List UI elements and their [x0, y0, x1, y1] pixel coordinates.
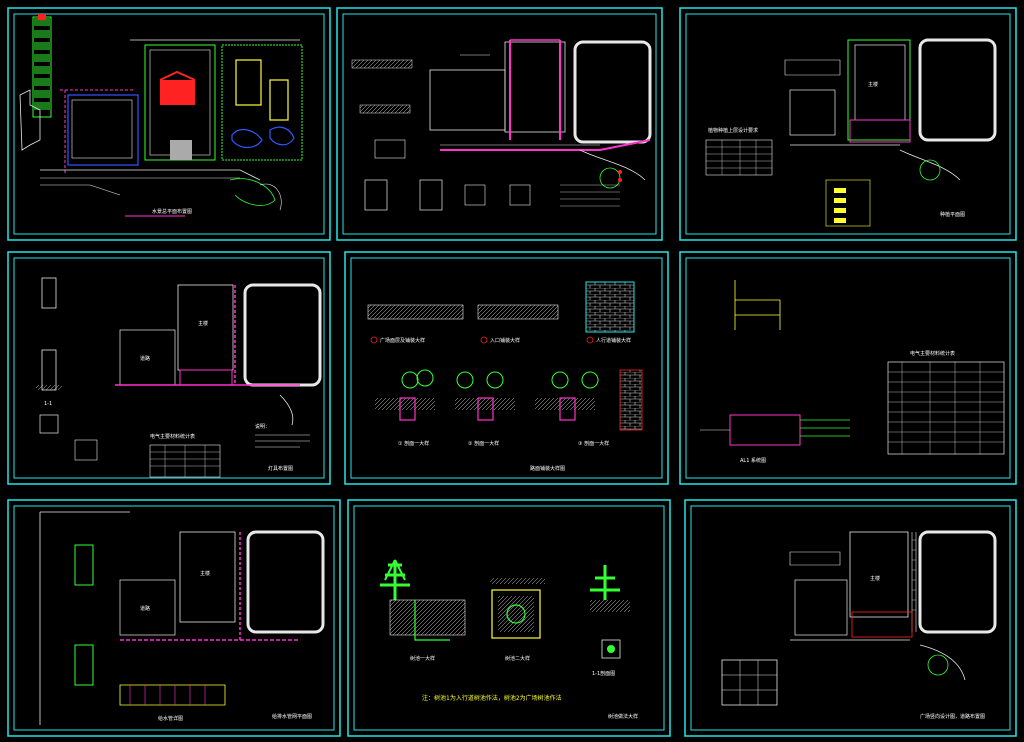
sheet-1-outer-frame	[7, 7, 331, 241]
sheet-8-detail-label-3: 1-1剖面图	[592, 670, 615, 677]
sheet-4[interactable]: 主楼 道路 1-1 电气主要材料统计表 说明： 灯具布置图	[7, 251, 331, 485]
sheet-7-title: 给排水管网平面图	[272, 713, 312, 720]
sheet-4-title: 灯具布置图	[268, 465, 293, 472]
sheet-4-left-label: 道路	[140, 355, 150, 362]
sheet-4-lamp-details	[36, 277, 98, 461]
sheet-6-wiring-diagram	[700, 280, 850, 446]
sheet-4-notes-title: 说明：	[255, 423, 270, 430]
sheet-7-left-label: 道路	[140, 605, 150, 612]
sheet-4-plan	[115, 283, 322, 426]
sheet-7-pipe-label: 给水管详图	[158, 715, 183, 722]
sheet-6-outer-frame	[679, 251, 1017, 485]
sheet-6-inner-frame	[685, 257, 1011, 479]
sheet-4-material-table	[149, 444, 221, 478]
sheet-2-section-details	[351, 59, 622, 211]
sheet-3-footer: 种植平面图	[940, 211, 965, 218]
sheet-1[interactable]: 水景总平面布置图	[7, 7, 331, 241]
sheet-6-table-title: 电气主要材料统计表	[910, 350, 955, 357]
sheet-5-section-label-3: ③ 剖面一大样	[578, 440, 609, 447]
sheet-7[interactable]: 主楼 道路 给水管详图 给排水管网平面图	[7, 499, 341, 737]
sheet-3-legend-table	[825, 179, 871, 227]
sheet-8-caption: 注：树池1为入行道树池作法，树池2为广场树池作法	[422, 694, 562, 702]
sheet-5-tree-pit-sections	[375, 369, 643, 431]
sheet-3-plan	[784, 38, 997, 181]
sheet-4-table-title: 电气主要材料统计表	[150, 433, 195, 440]
sheet-5-inner-frame	[350, 257, 663, 479]
sheet-2-plan	[429, 39, 652, 189]
sheet-4-notes-lines	[255, 434, 310, 448]
sheet-3-plant-table	[705, 139, 773, 176]
sheet-5[interactable]: 广场面层及铺装大样 入口铺装大样 人行道铺装大样 ① 剖面一大样 ② 剖面一大样…	[344, 251, 669, 485]
sheet-8-detail-label-1: 树池一大样	[410, 655, 435, 662]
sheet-5-section-label-1: ① 剖面一大样	[398, 440, 429, 447]
sheet-4-outer-frame	[7, 251, 331, 485]
sheet-7-block-label: 主楼	[200, 570, 210, 577]
sheet-1-title: 水景总平面布置图	[152, 208, 192, 215]
sheet-5-label-3: 人行道铺装大样	[596, 337, 631, 344]
sheet-7-outer-frame	[7, 499, 341, 737]
sheet-9-title: 广场竖向设计图，道路布置图	[920, 713, 985, 720]
sheet-8-inner-frame	[353, 505, 665, 731]
sheet-6[interactable]: AL1 系统图 电气主要材料统计表	[679, 251, 1017, 485]
sheet-4-block-label: 主楼	[198, 320, 208, 327]
sheet-8-tree-details	[380, 559, 630, 659]
sheet-1-legend-column	[32, 14, 52, 118]
sheet-5-label-2: 入口铺装大样	[490, 337, 520, 344]
sheet-3-inner-frame	[685, 13, 1011, 235]
sheet-5-label-1: 广场面层及铺装大样	[380, 337, 425, 344]
sheet-9[interactable]: 主楼 广场竖向设计图，道路布置图	[684, 499, 1017, 737]
sheet-9-inner-frame	[690, 505, 1011, 731]
sheet-4-inner-frame	[13, 257, 325, 479]
sheet-2-outer-frame	[336, 7, 663, 241]
sheet-9-outer-frame	[684, 499, 1017, 737]
sheet-8-footer: 树池做法大样	[608, 713, 638, 720]
sheet-2-inner-frame	[342, 13, 657, 235]
sheet-6-material-table	[887, 361, 1005, 455]
sheet-7-plan	[39, 511, 325, 725]
sheet-3-outer-frame	[679, 7, 1017, 241]
sheet-1-site-plan	[19, 39, 303, 211]
sheet-3[interactable]: 主楼 植物种植上层设计要求 种植平面图	[679, 7, 1017, 241]
sheet-7-inner-frame	[13, 505, 335, 731]
sheet-4-detail-label: 1-1	[44, 401, 52, 407]
sheet-9-block-label: 主楼	[870, 575, 880, 582]
sheet-9-plan	[721, 530, 997, 706]
sheet-5-paving-sections	[367, 281, 635, 344]
sheet-5-section-label-2: ② 剖面一大样	[468, 440, 499, 447]
sheet-1-inner-frame	[13, 13, 325, 235]
sheet-5-title: 路面铺装大样图	[530, 465, 565, 472]
sheet-3-table-title: 植物种植上层设计要求	[708, 127, 758, 134]
sheet-8-detail-label-2: 树池二大样	[505, 655, 530, 662]
sheet-8[interactable]: 树池一大样 树池二大样 1-1剖面图 注：树池1为入行道树池作法，树池2为广场树…	[347, 499, 671, 737]
sheet-5-outer-frame	[344, 251, 669, 485]
sheet-2[interactable]	[336, 7, 663, 241]
sheet-3-block-label: 主楼	[868, 81, 878, 88]
sheet-6-diagram-label: AL1 系统图	[740, 457, 766, 464]
sheet-8-outer-frame	[347, 499, 671, 737]
